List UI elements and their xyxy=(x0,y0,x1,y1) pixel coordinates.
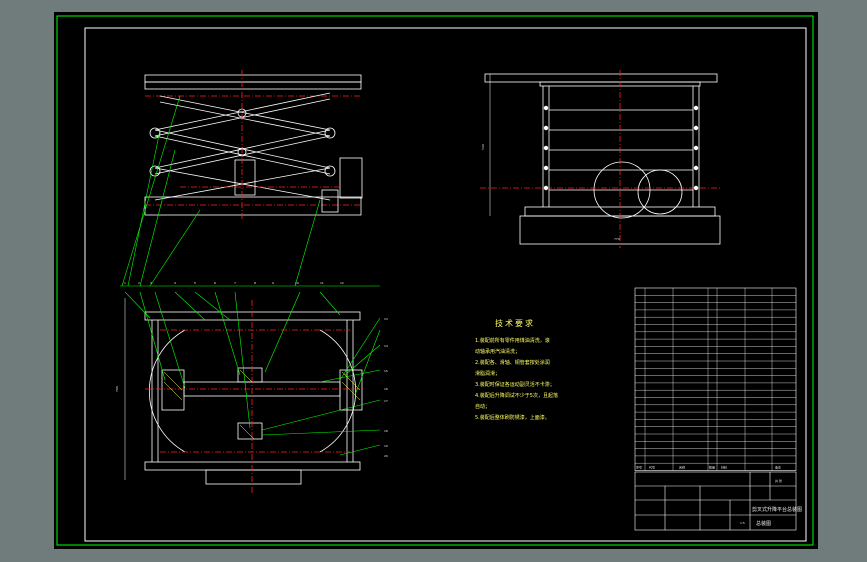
bom-header-cell: 数量 xyxy=(709,465,715,470)
svg-text:19: 19 xyxy=(384,444,388,448)
bom-header-cell: 名称 xyxy=(679,465,685,470)
technical-requirements: 技术要求 1.装配前所有零件用煤油清洗，滚 动轴承用汽油清洗； 2.装配各、滑轴… xyxy=(475,318,558,421)
tech-req-line-2: 动轴承用汽油清洗； xyxy=(475,348,520,355)
title-block-sheet: 共 张 xyxy=(775,478,782,483)
svg-text:1: 1 xyxy=(124,281,126,285)
outer-border xyxy=(56,15,814,546)
leader-lines xyxy=(120,95,381,456)
tech-req-line-5: 3.装配时保证各运动副灵活不卡滞； xyxy=(475,381,555,388)
balloon-numbers: 1 2 3 4 5 6 7 8 9 10 11 12 13 14 15 16 1… xyxy=(124,281,388,458)
title-block-name: 剪叉式升降平台总装图 xyxy=(752,506,802,513)
svg-text:8: 8 xyxy=(254,281,256,285)
tech-req-line-8: 5.装配后整体刷防锈漆，上面漆。 xyxy=(475,414,550,421)
tech-req-line-4: 滑脂润滑； xyxy=(475,370,500,377)
title-block xyxy=(634,471,797,531)
front-view xyxy=(480,70,721,248)
tech-req-line-1: 1.装配前所有零件用煤油清洗，滚 xyxy=(475,337,550,344)
title-block-code: 总装图 xyxy=(756,520,771,527)
svg-text:12: 12 xyxy=(340,281,344,285)
svg-text:15: 15 xyxy=(384,369,388,373)
tech-req-line-7: 自动； xyxy=(475,403,490,410)
plan-view xyxy=(124,298,365,495)
tech-req-line-3: 2.装配各、滑轴、铜管套按处涂润 xyxy=(475,359,550,366)
svg-text:7: 7 xyxy=(234,281,236,285)
svg-text:18: 18 xyxy=(384,429,388,433)
svg-text:2: 2 xyxy=(138,281,140,285)
svg-text:5: 5 xyxy=(194,281,196,285)
svg-text:17: 17 xyxy=(384,399,388,403)
svg-text:10: 10 xyxy=(295,281,299,285)
dimension-plan-height: 700 xyxy=(115,386,119,392)
bom-header-cell: 材料 xyxy=(721,465,727,470)
svg-text:4: 4 xyxy=(174,281,176,285)
bom-header-cell: 序号 xyxy=(636,465,642,470)
title-block-scale: 1:5 xyxy=(740,521,745,525)
bom-header-cell: 代号 xyxy=(649,465,655,470)
bill-of-materials: 序号 代号 名称 数量 材料 备注 xyxy=(634,287,797,471)
dimension-front-width: 770 xyxy=(614,237,620,241)
inner-border xyxy=(84,27,807,542)
tech-req-line-6: 4.装配后升降调试不少于5次，且起落 xyxy=(475,392,558,399)
svg-text:20: 20 xyxy=(384,454,388,458)
svg-text:16: 16 xyxy=(384,387,388,391)
side-view xyxy=(144,70,363,220)
svg-text:11: 11 xyxy=(320,281,324,285)
bom-header-cell: 备注 xyxy=(775,465,781,470)
svg-text:9: 9 xyxy=(272,281,274,285)
svg-text:14: 14 xyxy=(384,344,388,348)
dimension-front-height: 540 xyxy=(481,144,485,150)
drawing-sheet xyxy=(54,12,818,549)
svg-text:3: 3 xyxy=(150,281,152,285)
front-view-bolts xyxy=(543,105,699,191)
svg-text:13: 13 xyxy=(384,317,388,321)
tech-req-title: 技术要求 xyxy=(495,318,535,328)
bom-frame xyxy=(634,287,797,471)
svg-text:6: 6 xyxy=(214,281,216,285)
